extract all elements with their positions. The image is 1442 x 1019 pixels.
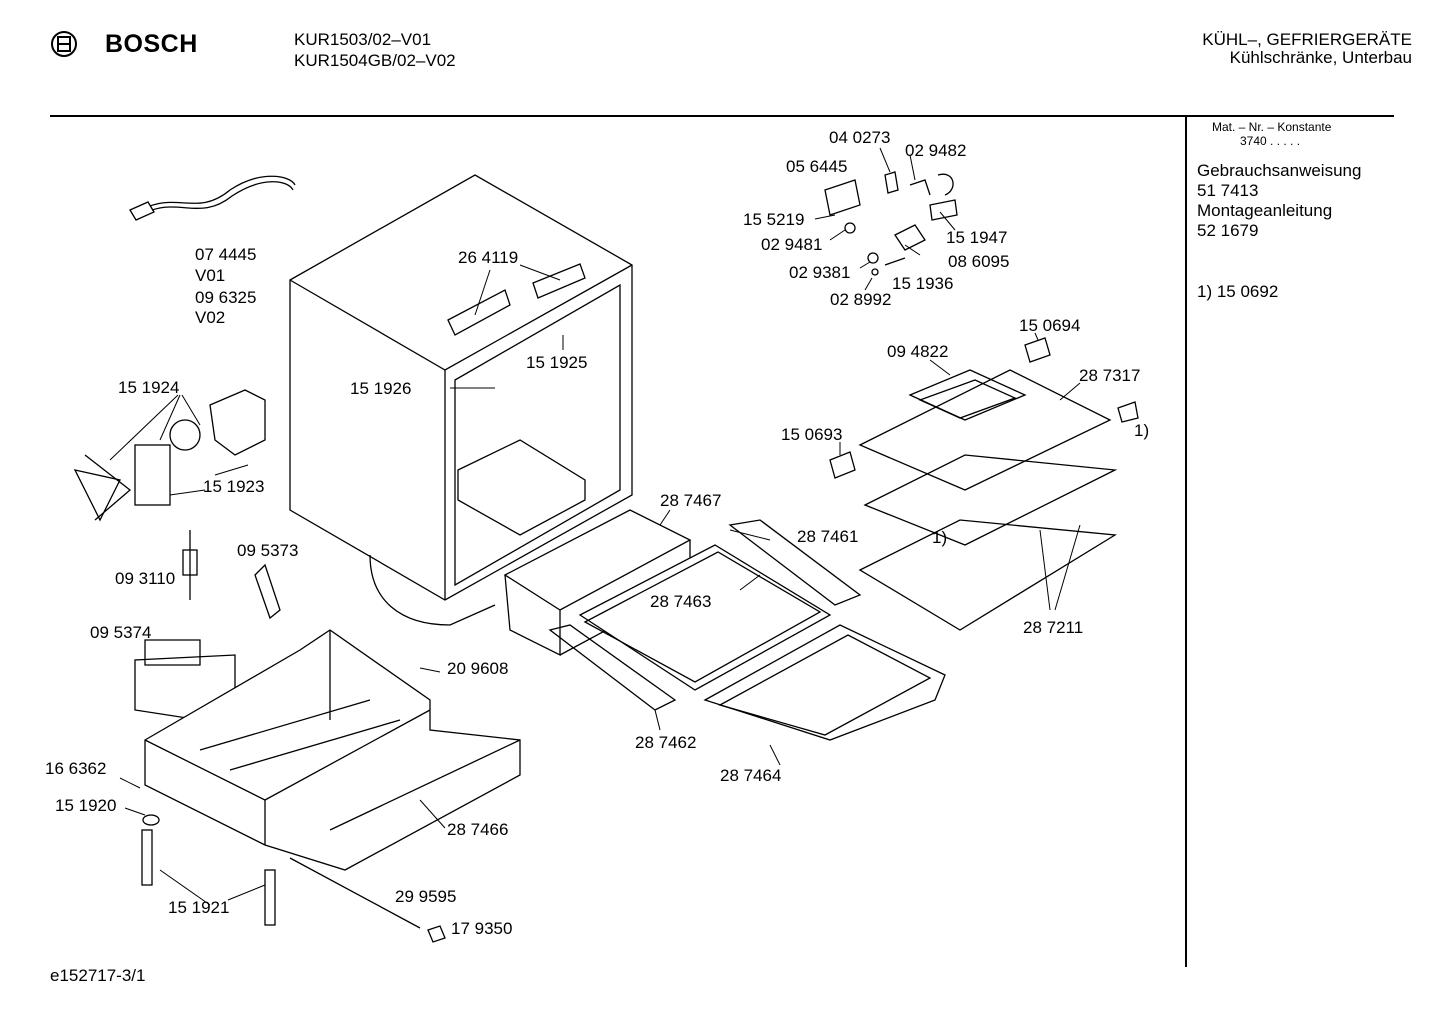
part-label-footnote-ref-2: 1)	[932, 528, 948, 547]
leveling-feet-part	[141, 814, 446, 943]
sidebar-divider	[1185, 117, 1187, 967]
part-label-crisper-cover: 28 7464	[720, 766, 782, 785]
thermostat-cluster-part	[824, 171, 958, 276]
leader-lines	[109, 147, 1081, 906]
part-label-base-frame: 20 9608	[447, 659, 509, 678]
fan-assembly-part	[73, 389, 266, 522]
brand-name: BOSCH	[105, 30, 198, 58]
sidebar-item-user-manual-number: 51 7413	[1197, 181, 1259, 200]
part-label-lampholder: 02 9482	[905, 141, 967, 160]
part-label-rod: 29 9595	[395, 887, 457, 906]
document-id: e152717-3/1	[50, 966, 146, 985]
part-label-fan-motor: 15 1924	[118, 378, 180, 397]
part-label-spring: 02 8992	[830, 290, 892, 309]
sidebar-footnote: 1) 15 0692	[1197, 282, 1279, 301]
part-label-cord-variant-1: V01	[195, 266, 226, 285]
part-label-foot-nut: 16 6362	[45, 759, 107, 778]
part-label-switch: 05 6445	[786, 157, 848, 176]
sidebar-item-installation-guide-number: 52 1679	[1197, 221, 1259, 240]
part-label-plug: 15 1926	[350, 379, 412, 398]
clip-part	[254, 563, 281, 620]
bosch-logo-icon	[51, 31, 77, 57]
model-number-2: KUR1504GB/02–V02	[294, 51, 456, 70]
part-label-crisper-frame: 28 7463	[650, 592, 712, 611]
part-label-cord: 07 4445	[195, 245, 257, 264]
sidebar-item-installation-guide: Montageanleitung	[1197, 201, 1333, 220]
power-cord-part	[129, 175, 296, 221]
part-label-cord-variant-2: V02	[195, 308, 226, 327]
part-label-grille: 28 7466	[447, 820, 509, 839]
part-label-knob-ring: 02 9481	[761, 235, 823, 254]
part-label-lamp: 04 0273	[829, 128, 891, 147]
base-frame-part	[144, 629, 521, 871]
part-label-rail-left: 28 7462	[635, 733, 697, 752]
part-label-knob: 02 9381	[789, 263, 851, 282]
part-label-foot: 15 1921	[168, 898, 230, 917]
part-label-rail-right: 28 7461	[797, 527, 859, 546]
part-label-footnote-ref-1: 1)	[1134, 421, 1150, 440]
part-label-cord-alt: 09 6325	[195, 288, 257, 307]
part-label-crisper-box: 28 7467	[660, 491, 722, 510]
part-label-evaporator: 09 5374	[90, 623, 152, 642]
crisper-drawers-part	[503, 509, 946, 741]
model-number-1: KUR1503/02–V01	[294, 30, 432, 49]
part-label-housing: 15 5219	[743, 210, 805, 229]
part-label-screw: 17 9350	[451, 919, 513, 938]
sidebar-item-user-manual: Gebrauchsanweisung	[1197, 161, 1362, 180]
part-label-pin: 15 1936	[892, 274, 954, 293]
category-title: KÜHL–, GEFRIERGERÄTE	[1202, 30, 1412, 49]
mat-number-header: Mat. – Nr. – Konstante	[1212, 120, 1332, 134]
part-label-clip: 09 5373	[237, 541, 299, 560]
part-label-foot-washer: 15 1920	[55, 796, 117, 815]
part-label-glass-shelf: 28 7211	[1023, 618, 1084, 637]
part-label-bracket: 15 0693	[781, 425, 843, 444]
category-subtitle: Kühlschränke, Unterbau	[1229, 48, 1412, 67]
part-label-cover: 15 1947	[946, 228, 1008, 247]
part-label-hinge: 15 1925	[526, 353, 588, 372]
part-label-sensor: 09 3110	[115, 569, 176, 588]
part-label-frozen-compartment: 28 7317	[1079, 366, 1141, 385]
part-label-rail: 26 4119	[458, 248, 519, 267]
mat-number-value: 3740 . . . . .	[1240, 134, 1301, 148]
part-label-shelf-clip: 15 0694	[1019, 316, 1081, 335]
part-label-thermostat: 08 6095	[948, 252, 1010, 271]
part-label-ice-tray: 09 4822	[887, 342, 949, 361]
header-divider	[50, 115, 1394, 117]
part-label-fan-bracket: 15 1923	[203, 477, 265, 496]
glass-shelves-part	[829, 337, 1139, 631]
sensor-probe-part	[182, 530, 198, 600]
